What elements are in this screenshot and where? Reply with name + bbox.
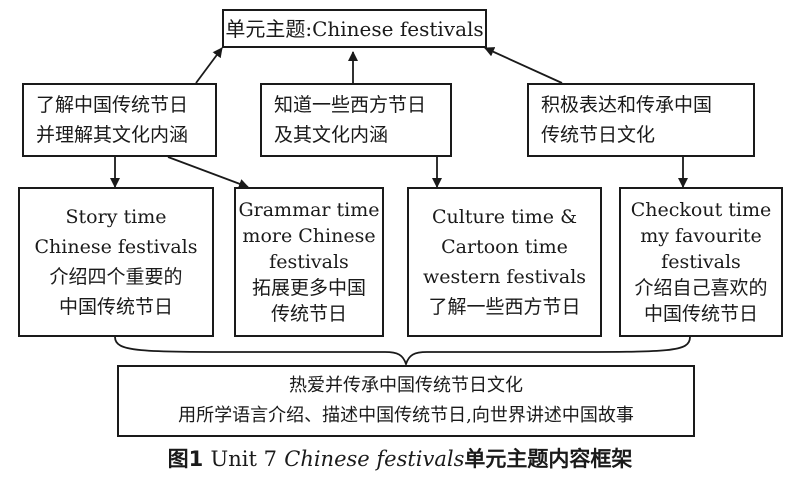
objective-box-understand: 了解中国传统节日 并理解其文化内涵	[22, 83, 217, 157]
lesson-line: more Chinese	[242, 225, 376, 247]
arrow-objective1-to-lesson2	[167, 156, 249, 189]
unit-theme-label: 单元主题:Chinese festivals	[225, 16, 484, 41]
lesson-line: festivals	[661, 251, 741, 273]
lesson-box-checkout-time: Checkout time my favourite festivals 介绍自…	[619, 187, 783, 337]
arrow-objective1-to-title	[195, 47, 223, 84]
summary-brace	[114, 336, 691, 367]
objective-line: 知道一些西方节日	[274, 94, 427, 116]
summary-box: 热爱并传承中国传统节日文化 用所学语言介绍、描述中国传统节日,向世界讲述中国故事	[117, 365, 695, 437]
summary-line: 用所学语言介绍、描述中国传统节日,向世界讲述中国故事	[178, 405, 634, 426]
lesson-line: 拓展更多中国	[251, 277, 366, 299]
lesson-line: my favourite	[640, 225, 762, 247]
summary-line: 热爱并传承中国传统节日文化	[289, 375, 523, 396]
arrow-objective3-to-title	[484, 47, 563, 84]
objective-box-express: 积极表达和传承中国 传统节日文化	[527, 83, 755, 157]
figure-number: 图1	[167, 447, 204, 471]
objective-line: 积极表达和传承中国	[541, 94, 713, 116]
lesson-line: Cartoon time	[441, 236, 568, 258]
objective-line: 传统节日文化	[541, 124, 656, 146]
objective-box-western: 知道一些西方节日 及其文化内涵	[260, 83, 452, 157]
lesson-line: Checkout time	[630, 199, 772, 221]
objective-line: 及其文化内涵	[274, 124, 389, 146]
caption-suffix: 单元主题内容框架	[464, 447, 633, 471]
lesson-line: 介绍自己喜欢的	[634, 277, 768, 299]
objective-line: 并理解其文化内涵	[36, 124, 189, 146]
lesson-line: 传统节日	[270, 303, 347, 325]
figure-caption: 图1 Unit 7 Chinese festivals单元主题内容框架	[0, 444, 800, 474]
lesson-line: Culture time &	[431, 206, 577, 228]
lesson-line: 中国传统节日	[643, 303, 758, 325]
lesson-line: western festivals	[422, 266, 587, 288]
lesson-box-culture-time: Culture time & Cartoon time western fest…	[407, 187, 602, 337]
lesson-box-grammar-time: Grammar time more Chinese festivals 拓展更多…	[234, 187, 384, 337]
lesson-line: 中国传统节日	[58, 296, 173, 318]
unit-theme-box: 单元主题:Chinese festivals	[222, 9, 487, 48]
lesson-line: festivals	[269, 251, 349, 273]
objective-line: 了解中国传统节日	[36, 94, 189, 116]
caption-topic: Chinese festivals	[284, 447, 465, 471]
lesson-line: Chinese festivals	[34, 236, 198, 258]
lesson-line: 介绍四个重要的	[49, 266, 183, 288]
lesson-line: Grammar time	[238, 199, 380, 221]
lesson-box-story-time: Story time Chinese festivals 介绍四个重要的 中国传…	[18, 187, 214, 337]
caption-unit: Unit 7	[210, 447, 277, 471]
lesson-line: Story time	[65, 206, 167, 228]
lesson-line: 了解一些西方节日	[428, 296, 581, 318]
